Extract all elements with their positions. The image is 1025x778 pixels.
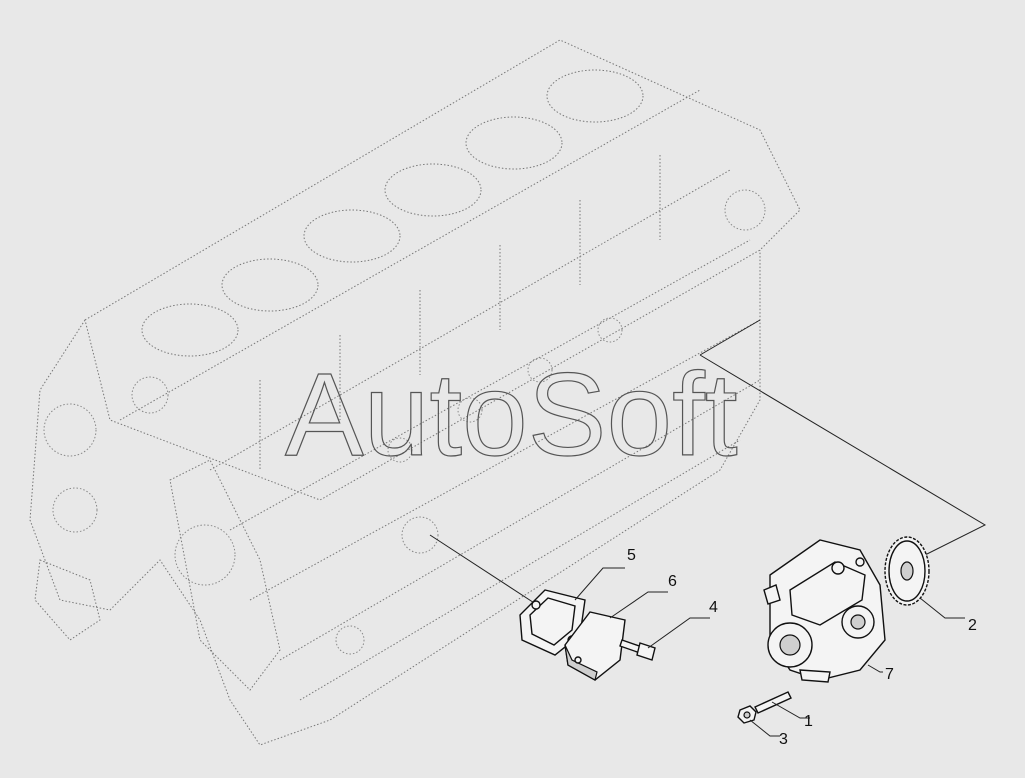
cover-plate-part-6 — [564, 611, 626, 681]
callout-5: 5 — [627, 547, 636, 564]
engine-block-ghost — [29, 39, 801, 746]
assembly-line-gasket — [429, 534, 546, 611]
gasket-part-5 — [519, 589, 586, 656]
callout-4: 4 — [709, 599, 718, 616]
callout-labels: 5 6 4 2 7 1 3 — [627, 547, 977, 748]
bolt-part-4 — [619, 639, 656, 661]
nut-part-3 — [737, 705, 757, 724]
assembly-line-gear — [699, 319, 987, 566]
gear-part-2 — [884, 536, 930, 606]
callout-1: 1 — [804, 713, 813, 730]
callout-leaders — [574, 567, 965, 737]
callout-7: 7 — [885, 666, 894, 683]
callout-3: 3 — [779, 731, 788, 748]
pump-part-7 — [763, 539, 886, 683]
watermark-text: AutoSoft — [285, 349, 738, 481]
callout-2: 2 — [968, 617, 977, 634]
callout-6: 6 — [668, 573, 677, 590]
